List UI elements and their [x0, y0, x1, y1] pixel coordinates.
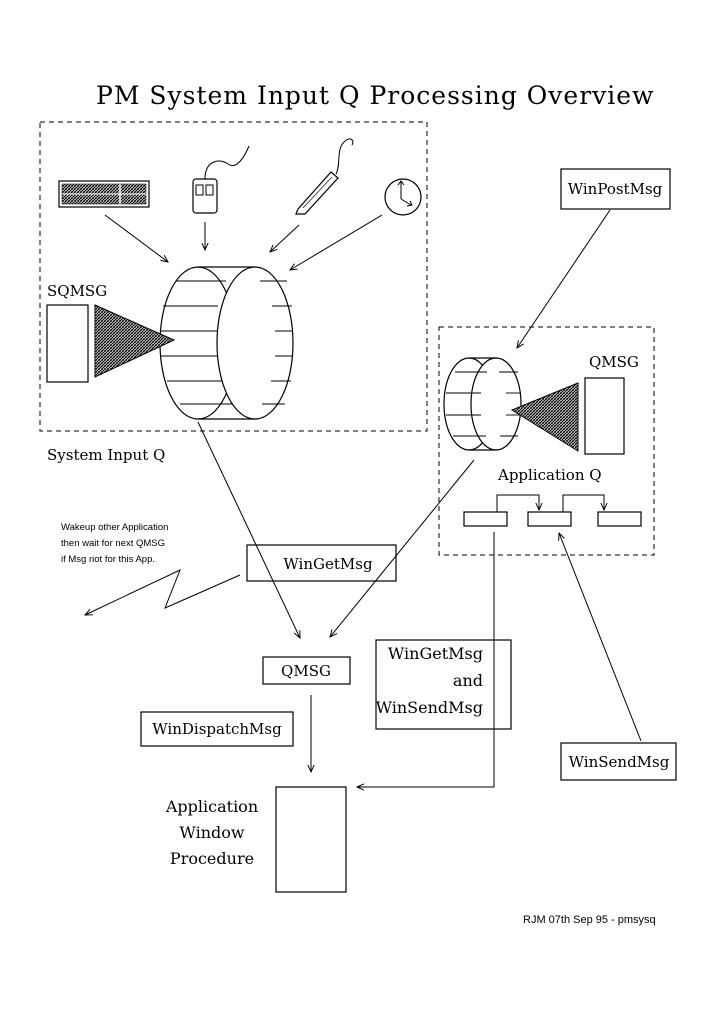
app-queue-slot	[527, 511, 572, 527]
wingetmsg-box	[246, 544, 397, 582]
mouse-icon	[192, 145, 250, 214]
app-qmsg-label: QMSG	[589, 353, 639, 371]
system-input-q-label: System Input Q	[47, 446, 165, 464]
pen-arrow	[270, 224, 300, 252]
windispatchmsg-label: WinDispatchMsg	[152, 720, 282, 738]
procedure-label-line: Window	[179, 823, 244, 842]
wingetmsg-label: WinGetMsg	[283, 555, 373, 573]
winpostmsg-box	[560, 168, 671, 210]
winsendmsg-arrow	[559, 533, 642, 742]
footer-credit: RJM 07th Sep 95 - pmsysq	[523, 914, 656, 926]
pen-icon	[295, 138, 354, 215]
keyboard-icon	[58, 180, 150, 208]
application-queue-area	[438, 326, 655, 556]
window-procedure-box	[275, 786, 347, 893]
procedure-label-line: Procedure	[170, 849, 254, 868]
qmsg-box	[262, 656, 351, 685]
clock-arrow	[290, 214, 383, 270]
sqmsg-box	[46, 304, 89, 383]
windispatchmsg-box	[140, 711, 294, 747]
application-queue-ring	[443, 357, 522, 451]
slot-link-arrow	[562, 494, 604, 512]
clock-icon	[384, 178, 422, 216]
qmsg-label: QMSG	[281, 662, 331, 680]
app-qmsg-box	[584, 377, 625, 455]
slot-link-arrow	[496, 494, 539, 512]
wakeup-note-line: Wakeup other Application	[61, 522, 168, 533]
wakeup-zigzag-arrow	[85, 569, 241, 615]
winsendmsg-line: WinSendMsg	[376, 698, 483, 717]
wakeup-note-line: then wait for next QMSG	[61, 538, 165, 549]
winpostmsg-label: WinPostMsg	[568, 180, 663, 198]
app-queue-slot	[597, 511, 642, 527]
diagram-title: PM System Input Q Processing Overview	[96, 81, 654, 110]
winpostmsg-arrow	[517, 209, 611, 348]
and-line: and	[453, 671, 483, 690]
sqmsg-label: SQMSG	[47, 282, 107, 300]
winsendmsg-box	[560, 742, 677, 781]
wakeup-note-line: if Msg not for this App.	[61, 554, 155, 565]
system-input-area	[39, 121, 428, 432]
wingetmsg-line: WinGetMsg	[388, 644, 483, 663]
sendmsg-path-arrow	[357, 532, 495, 787]
app-qmsg-wedge	[510, 382, 579, 452]
app-queue-slot	[463, 511, 508, 527]
procedure-label-line: Application	[165, 797, 258, 816]
winsendmsg-label: WinSendMsg	[569, 753, 670, 771]
system-queue-to-qmsg-arrow	[197, 421, 300, 638]
sqmsg-wedge	[94, 304, 176, 378]
app-queue-to-qmsg-arrow	[330, 459, 475, 637]
keyboard-arrow	[104, 214, 168, 262]
application-q-label: Application Q	[497, 466, 602, 484]
wingetmsg-and-sendmsg-box	[375, 639, 512, 730]
system-input-queue-ring	[159, 266, 294, 420]
